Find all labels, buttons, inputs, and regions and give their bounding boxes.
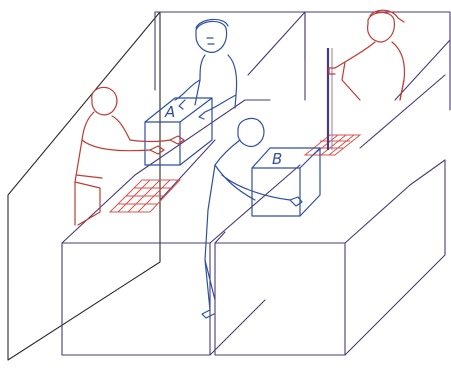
right-workbench	[215, 75, 445, 355]
left-partition	[8, 12, 160, 360]
right-partition	[305, 12, 450, 110]
box-a-label: A	[164, 103, 175, 121]
box-b-label: B	[272, 150, 282, 168]
worker-back-right	[329, 10, 405, 100]
worker-back-left	[175, 19, 237, 119]
left-table-grid-marking	[110, 180, 180, 212]
box-b: B	[252, 148, 320, 216]
middle-partition	[155, 12, 305, 200]
